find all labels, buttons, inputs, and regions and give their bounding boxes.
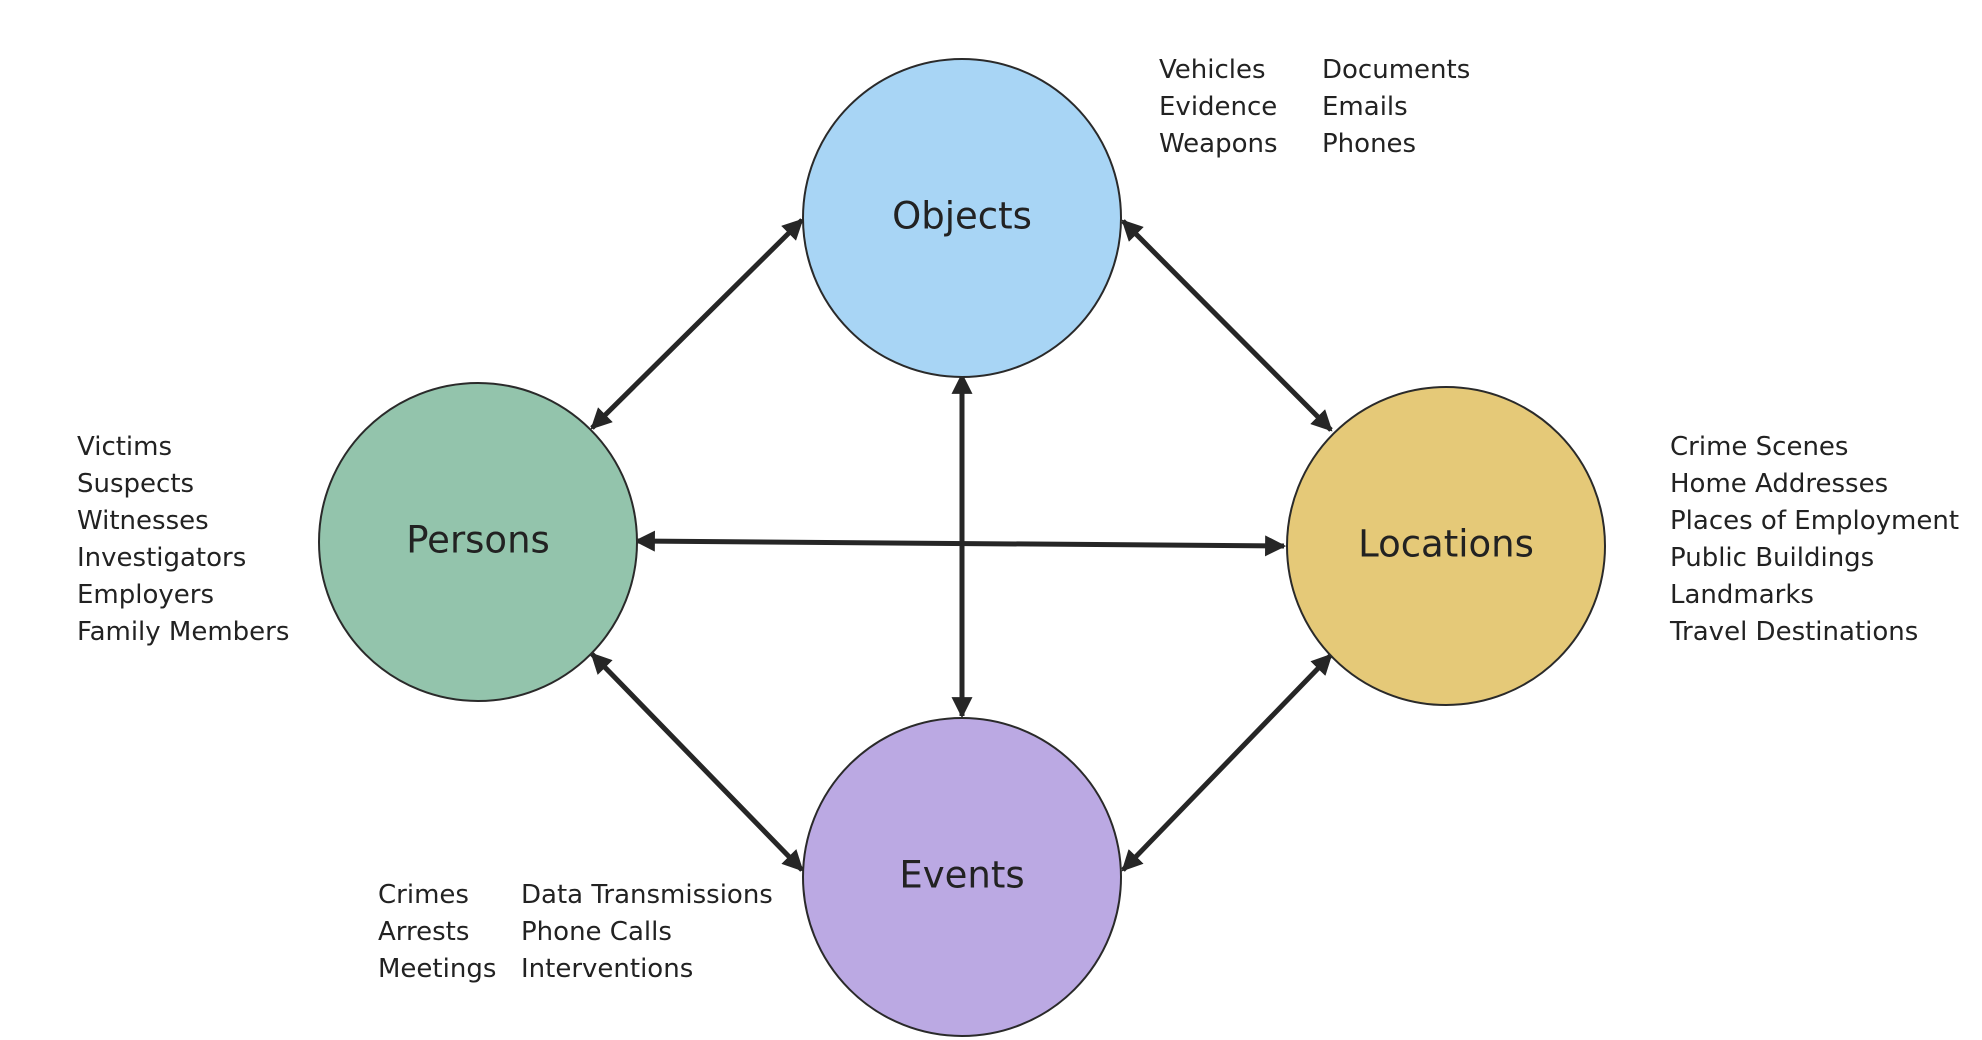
list-item: Data Transmissions bbox=[521, 880, 773, 910]
list-item: Arrests bbox=[378, 917, 470, 947]
list-item: Interventions bbox=[521, 954, 694, 984]
locations-circle bbox=[1286, 386, 1606, 706]
list-item: Phone Calls bbox=[521, 917, 672, 947]
list-item: Emails bbox=[1322, 92, 1408, 122]
persons-label: Persons bbox=[406, 519, 550, 562]
locations-label: Locations bbox=[1358, 523, 1534, 566]
edge-persons-events bbox=[590, 652, 804, 872]
list-item: Suspects bbox=[77, 469, 195, 499]
edge-persons-objects bbox=[590, 218, 804, 430]
persons-circle bbox=[318, 382, 638, 702]
events-circle bbox=[802, 717, 1122, 1037]
events-list-right: Data Transmissions Phone Calls Intervent… bbox=[521, 877, 773, 988]
node-persons: Persons bbox=[318, 382, 638, 702]
list-item: Home Addresses bbox=[1670, 469, 1889, 499]
list-item: Victims bbox=[77, 432, 173, 462]
events-list-left: Crimes Arrests Meetings bbox=[378, 877, 496, 988]
objects-list-right: Documents Emails Phones bbox=[1322, 52, 1470, 163]
list-item: Investigators bbox=[77, 543, 247, 573]
objects-circle bbox=[802, 58, 1122, 378]
edge-locations-events bbox=[1121, 653, 1333, 872]
list-item: Employers bbox=[77, 580, 215, 610]
list-item: Phones bbox=[1322, 129, 1417, 159]
node-objects: Objects bbox=[802, 58, 1122, 378]
list-item: Places of Employment bbox=[1670, 506, 1960, 536]
list-item: Travel Destinations bbox=[1670, 617, 1919, 647]
list-item: Crimes bbox=[378, 880, 469, 910]
node-events: Events bbox=[802, 717, 1122, 1037]
list-item: Family Members bbox=[77, 617, 290, 647]
edges-group bbox=[590, 218, 1333, 872]
locations-list: Crime Scenes Home Addresses Places of Em… bbox=[1670, 429, 1959, 651]
list-item: Meetings bbox=[378, 954, 497, 984]
objects-label: Objects bbox=[892, 195, 1032, 238]
list-item: Weapons bbox=[1159, 129, 1278, 159]
list-item: Evidence bbox=[1159, 92, 1278, 122]
persons-list: Victims Suspects Witnesses Investigators… bbox=[77, 429, 289, 651]
events-label: Events bbox=[899, 854, 1024, 897]
list-item: Landmarks bbox=[1670, 580, 1814, 610]
list-item: Vehicles bbox=[1159, 55, 1266, 85]
list-item: Documents bbox=[1322, 55, 1471, 85]
node-locations: Locations bbox=[1286, 386, 1606, 706]
list-item: Crime Scenes bbox=[1670, 432, 1849, 462]
list-item: Witnesses bbox=[77, 506, 209, 536]
edge-objects-locations bbox=[1121, 219, 1333, 432]
objects-list-left: Vehicles Evidence Weapons bbox=[1159, 52, 1278, 163]
list-item: Public Buildings bbox=[1670, 543, 1875, 573]
